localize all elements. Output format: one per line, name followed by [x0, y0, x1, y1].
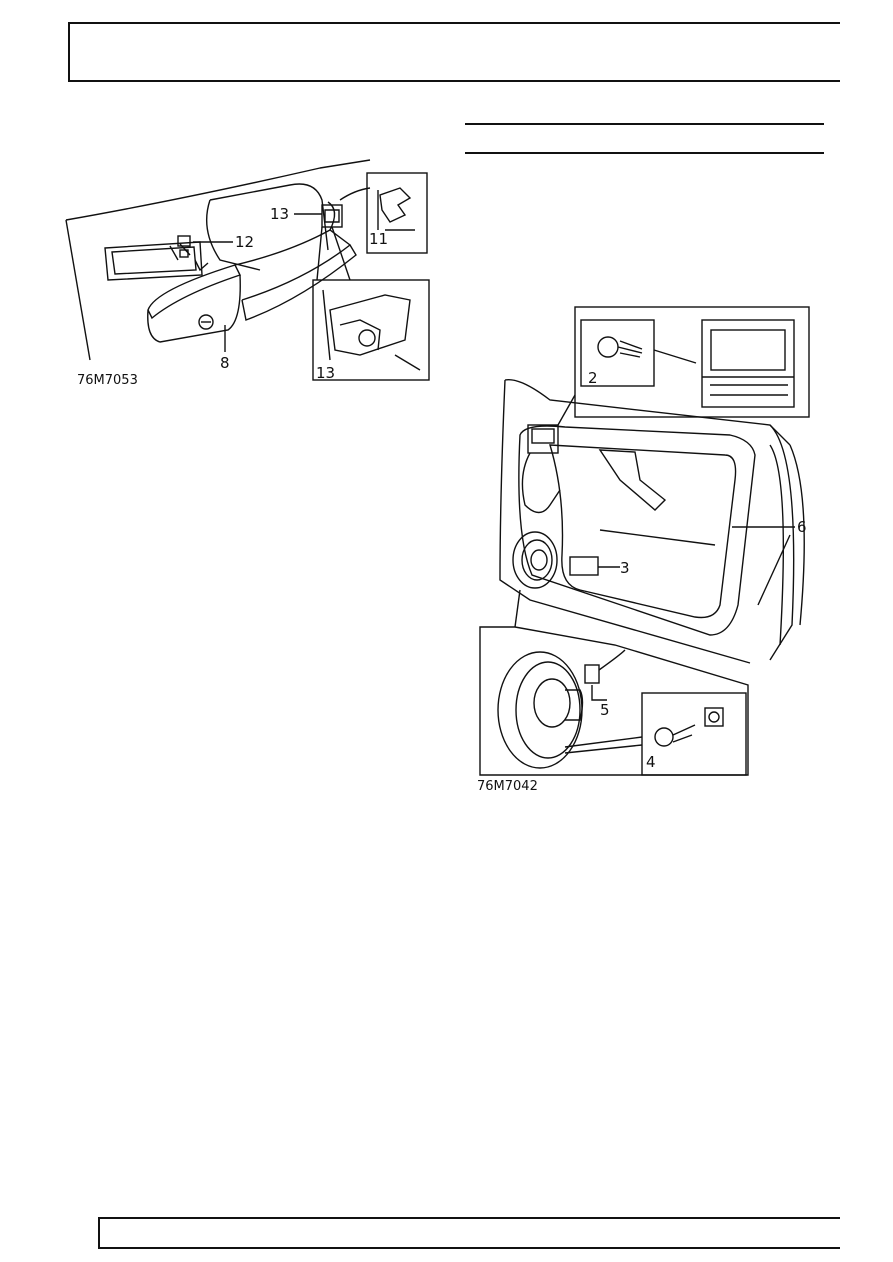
callout-6: 6: [797, 518, 807, 536]
page-footer-box: [98, 1217, 840, 1249]
callout-2: 2: [588, 369, 598, 387]
page-header-box: [68, 22, 840, 82]
callout-8: 8: [220, 354, 230, 372]
figure-ref-handle: 76M7053: [77, 373, 138, 388]
callout-4: 4: [646, 753, 656, 771]
callout-13-upper: 13: [270, 205, 289, 223]
callout-13-lower: 13: [316, 364, 335, 382]
callout-11: 11: [369, 230, 388, 248]
callout-3: 3: [620, 559, 630, 577]
door-speaker-illustration: 2 6 3 5 4: [479, 306, 810, 776]
section-rule-bottom: [465, 152, 824, 154]
figure-ref-speaker: 76M7042: [477, 779, 538, 794]
callout-12: 12: [235, 233, 254, 251]
callout-5: 5: [600, 701, 610, 719]
door-handle-illustration: 13 12 11 8 13: [65, 159, 430, 382]
section-rule-top: [465, 123, 824, 125]
